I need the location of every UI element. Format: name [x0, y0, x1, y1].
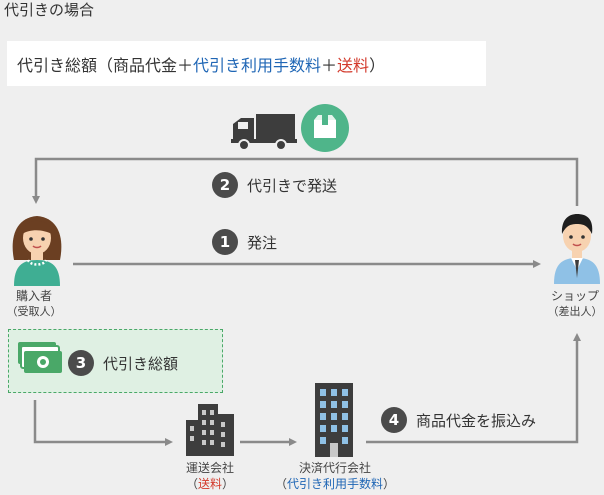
agency-name: 決済代行会社 [298, 461, 371, 475]
formula-plus: ＋ [321, 55, 338, 75]
step-1-number: 1 [212, 229, 238, 255]
formula-box: 代引き総額（商品代金＋代引き利用手数料＋送料） [7, 41, 486, 86]
agency-fee: 代引き利用手数料 [286, 477, 383, 491]
remit-arrow [366, 333, 581, 444]
carrier-fee: 送料 [197, 477, 222, 491]
carrier-building-icon [186, 404, 234, 456]
agency-label: 決済代行会社 （代引き利用手数料） [258, 460, 412, 492]
buyer-name: 購入者 [15, 289, 52, 303]
step-4-label: 商品代金を振込み [416, 411, 537, 430]
step-3-number: 3 [68, 350, 94, 376]
formula-shipping: 送料 [337, 55, 370, 75]
ship-arrow [32, 157, 579, 206]
shop-name: ショップ [550, 289, 599, 303]
agency-close: ） [383, 477, 396, 491]
box-icon [301, 104, 349, 152]
step-2: 2 代引きで発送 [212, 172, 337, 198]
step-4-number: 4 [381, 407, 407, 433]
buyer-avatar-icon [12, 216, 62, 286]
carrier-open: （ [185, 477, 198, 491]
carrier-close: ） [222, 477, 235, 491]
agency-open: （ [274, 477, 287, 491]
agency-building-icon [315, 383, 353, 457]
shop-label: ショップ （差出人） [540, 288, 604, 320]
payment-arrow [33, 400, 173, 446]
step-3-label: 代引き総額 [103, 354, 179, 373]
formula-prefix: 代引き総額（商品代金＋ [17, 55, 194, 75]
formula-suffix: ） [369, 55, 386, 75]
shop-avatar-icon [554, 214, 600, 284]
step-2-number: 2 [212, 172, 238, 198]
carrier-name: 運送会社 [185, 461, 234, 475]
buyer-role: （受取人） [6, 305, 62, 318]
step-2-label: 代引きで発送 [247, 176, 338, 195]
step-1: 1 発注 [212, 229, 277, 255]
step-4: 4 商品代金を振込み [381, 407, 536, 433]
step-3: 3 代引き総額 [68, 350, 178, 376]
shop-role: （差出人） [547, 305, 603, 318]
truck-icon [231, 114, 297, 151]
formula-fee: 代引き利用手数料 [193, 55, 322, 75]
step-1-label: 発注 [247, 233, 278, 252]
cash-icon [18, 342, 62, 373]
page-heading: 代引きの場合 [4, 1, 95, 19]
carrier-label: 運送会社 （送料） [170, 460, 250, 492]
buyer-label: 購入者 （受取人） [2, 288, 66, 320]
